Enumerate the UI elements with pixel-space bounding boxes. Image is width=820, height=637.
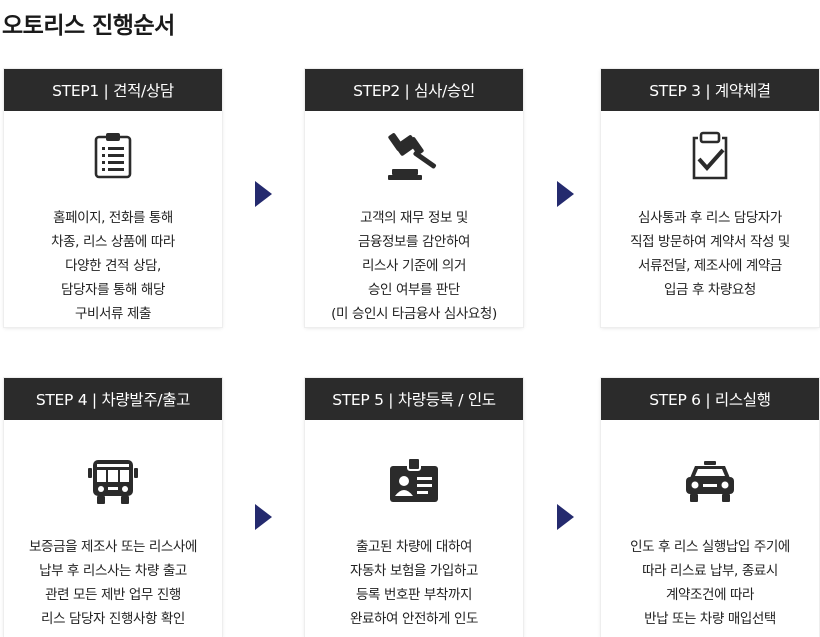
- next-arrow-icon: [557, 181, 574, 207]
- step-header: STEP1 | 견적/상담: [4, 69, 222, 111]
- step-header: STEP2 | 심사/승인: [305, 69, 523, 111]
- next-arrow-icon: [255, 181, 272, 207]
- page-title: 오토리스 진행순서: [2, 13, 175, 39]
- id-card-icon: [305, 456, 523, 504]
- step-header: STEP 6 | 리스실행: [601, 378, 819, 420]
- car-icon: [601, 460, 819, 504]
- next-arrow-icon: [557, 504, 574, 530]
- next-arrow-icon: [255, 504, 272, 530]
- step-header: STEP 3 | 계약체결: [601, 69, 819, 111]
- clipboard-list-icon: [4, 131, 222, 179]
- gavel-icon: [305, 131, 523, 181]
- step-header: STEP 4 | 차량발주/출고: [4, 378, 222, 420]
- clipboard-check-icon: [601, 131, 819, 181]
- bus-icon: [4, 458, 222, 506]
- step-header: STEP 5 | 차량등록 / 인도: [305, 378, 523, 420]
